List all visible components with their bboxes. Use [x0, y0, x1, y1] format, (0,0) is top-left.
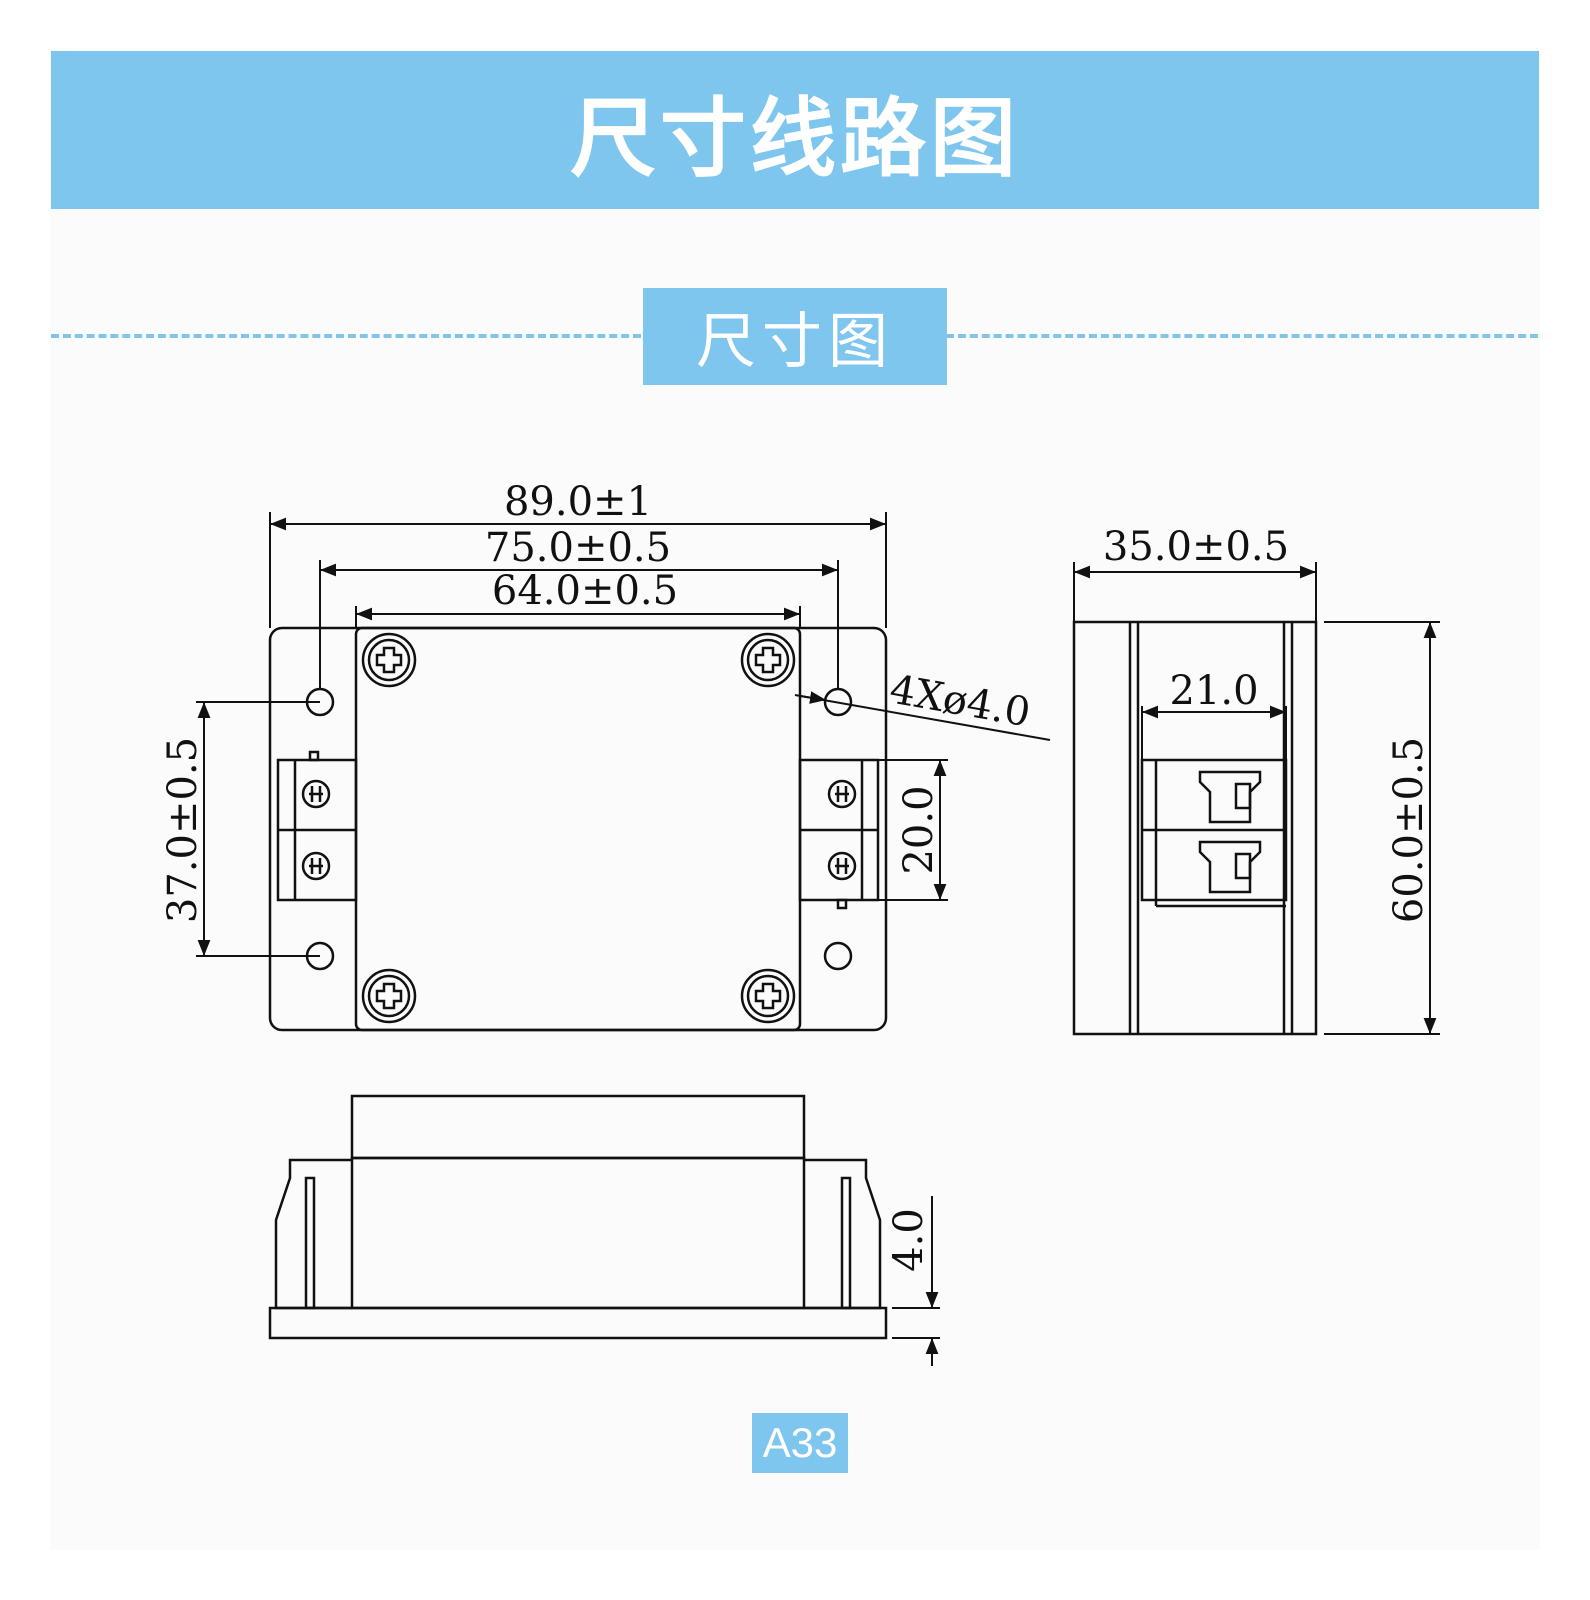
bottom-view-dimensions — [892, 1196, 940, 1366]
bottom-view — [268, 1094, 888, 1340]
cover-body — [354, 626, 802, 1032]
terminal-screw-icon — [301, 851, 331, 881]
depth-label: 35.0±0.5 — [1103, 524, 1289, 570]
cover-width-label: 64.0±0.5 — [492, 568, 678, 614]
side-body — [1072, 620, 1318, 1036]
section-divider-right — [946, 334, 1538, 338]
model-code: A33 — [762, 1419, 838, 1466]
cover-lower — [350, 1156, 806, 1310]
hole-spacing-x-label: 75.0±0.5 — [485, 525, 671, 571]
cover-screw-icon — [740, 968, 796, 1024]
cover-screw-icon — [740, 632, 796, 688]
mount-holes-label: 4Xø4.0 — [886, 667, 1033, 737]
side-terminal-block — [1140, 758, 1288, 908]
cover-screw-icon — [361, 632, 417, 688]
terminal-screw-icon — [827, 851, 857, 881]
overall-width-label: 89.0±1 — [504, 479, 652, 525]
header-banner: 尺寸线路图 — [51, 51, 1539, 209]
section-divider-left — [51, 334, 641, 338]
terminal-width-label: 21.0 — [1169, 668, 1258, 714]
base-flange — [268, 1306, 888, 1340]
section-title: 尺寸图 — [696, 307, 894, 377]
side-view-dimensions — [1073, 562, 1440, 1035]
front-view-dimensions — [196, 512, 1051, 957]
cover-top — [350, 1094, 806, 1160]
section-label: 尺寸图 — [643, 288, 947, 385]
cover-screw-icon — [361, 968, 417, 1024]
model-badge: A33 — [752, 1413, 848, 1473]
hole-spacing-y-label: 37.0±0.5 — [160, 737, 206, 923]
terminal-screw-icon — [827, 779, 857, 809]
base-plate — [268, 626, 888, 1032]
header-title: 尺寸线路图 — [570, 88, 1020, 189]
front-view — [268, 626, 888, 1032]
flange-thickness-label: 4.0 — [886, 1208, 932, 1272]
right-terminal-block — [798, 758, 880, 910]
terminal-height-label: 20.0 — [896, 785, 942, 874]
left-terminal-block — [276, 750, 358, 902]
terminal-screw-icon — [301, 779, 331, 809]
mounting-hole — [823, 941, 853, 971]
height-label: 60.0±0.5 — [1386, 737, 1432, 923]
side-view — [1072, 620, 1318, 1036]
